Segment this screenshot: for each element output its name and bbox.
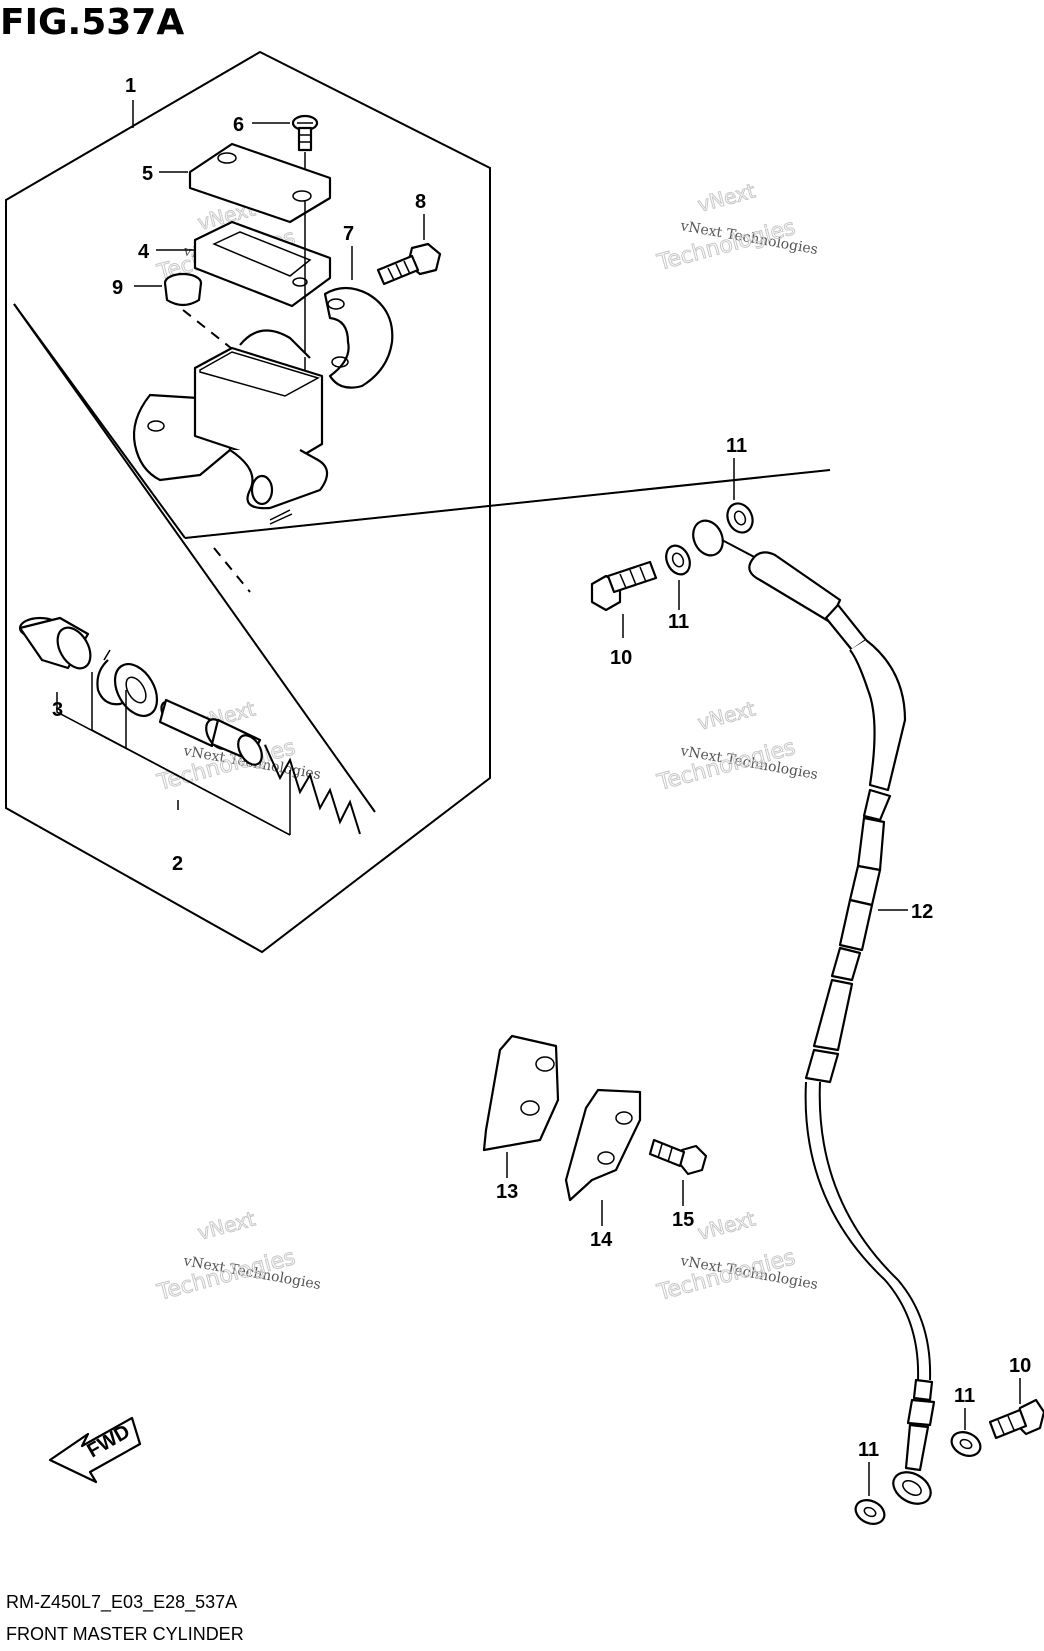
banjo-bolt-lower [988,1398,1044,1440]
callout-10: 10 [1009,1355,1031,1377]
hose-guide-part-14 [564,1088,642,1202]
hose-guide-part-13 [482,1034,560,1152]
washer-11 [950,1431,982,1457]
watermark-text: vNext [195,1206,258,1244]
callout-9: 9 [112,277,123,299]
washer-11-hole [863,1506,877,1518]
watermark-5: vNext Technologies vNext Technologies [154,1206,322,1307]
dashed-leader [213,547,251,593]
brake-hose-part-12 [692,519,936,1505]
callout-8: 8 [415,191,426,213]
cap-part-9 [163,272,237,353]
washer-11-hole [733,510,747,526]
callout-15: 15 [672,1209,694,1231]
callout-11: 11 [726,435,747,457]
callout-11: 11 [858,1439,879,1461]
callout-10: 10 [610,647,632,669]
leader-line [13,303,376,813]
washer-11-hole [959,1438,973,1450]
callout-7: 7 [343,223,354,245]
callout-5: 5 [142,163,153,185]
callout-11: 11 [668,611,689,633]
watermark-text: vNext [695,178,758,216]
callout-12: 12 [911,901,933,923]
master-cylinder-body [132,329,329,525]
figure-code: RM-Z450L7_E03_E28_537A [6,1592,237,1613]
callout-1: 1 [125,75,136,97]
watermark-text: vNext [695,696,758,734]
bracket-line [91,672,291,836]
callout-2: 2 [172,853,183,875]
callout-11: 11 [954,1385,975,1407]
callout-13: 13 [496,1181,518,1203]
fwd-arrow-icon: FWD [48,1416,142,1484]
watermark-4: vNext Technologies vNext Technologies [654,696,819,797]
assembly-outline [5,50,491,954]
banjo-bolt-upper [590,560,658,612]
washer-11 [726,502,754,534]
figure-name: FRONT MASTER CYLINDER [6,1624,244,1644]
callout-4: 4 [138,241,150,263]
bolt-part-8 [376,242,442,286]
callout-3: 3 [52,699,63,721]
watermark-text: vNext [695,1206,758,1244]
callout-6: 6 [233,114,244,136]
leader-line [184,469,831,539]
piston-part-2 [158,698,361,835]
callout-14: 14 [590,1229,613,1251]
reservoir-cap-part-5 [188,142,332,224]
boot-part-3 [18,616,92,670]
bolt-part-15 [648,1138,708,1176]
watermark-2: vNext Technologies vNext Technologies [654,178,819,277]
washer-11 [665,544,691,576]
figure-title: FIG.537A [0,2,184,43]
diaphragm-part-4 [193,200,332,390]
clamp-part-7 [323,286,394,389]
washer-11-hole [671,552,685,568]
washer-11 [854,1499,886,1525]
